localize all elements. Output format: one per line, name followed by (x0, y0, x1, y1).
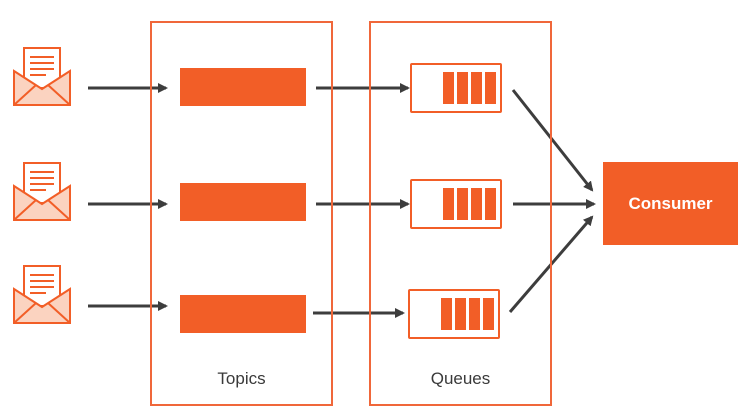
queue-2 (410, 179, 502, 229)
queue-slot (483, 298, 494, 330)
queue-slot (485, 72, 496, 104)
topics-label: Topics (217, 369, 266, 388)
arrow-queue-1-to-consumer (511, 89, 594, 192)
envelope-letter-icon (12, 263, 72, 325)
topic-bar-2 (180, 183, 306, 221)
queue-slot (469, 298, 480, 330)
queue-slot (441, 298, 452, 330)
consumer-label: Consumer (628, 193, 713, 213)
topics-panel: Topics (150, 21, 333, 406)
queue-1 (410, 63, 502, 113)
queue-slot (471, 72, 482, 104)
envelope-letter-icon (12, 45, 72, 107)
queue-slot (443, 72, 454, 104)
queues-panel: Queues (369, 21, 552, 406)
consumer-box: Consumer (603, 162, 738, 245)
queue-slot (485, 188, 496, 220)
queues-label: Queues (430, 369, 491, 388)
queue-slot (455, 298, 466, 330)
queue-slot (443, 188, 454, 220)
envelope-letter-icon (12, 160, 72, 222)
topic-bar-1 (180, 68, 306, 106)
queue-slot (457, 72, 468, 104)
queue-slot (457, 188, 468, 220)
queue-3 (408, 289, 500, 339)
topic-bar-3 (180, 295, 306, 333)
queue-slot (471, 188, 482, 220)
